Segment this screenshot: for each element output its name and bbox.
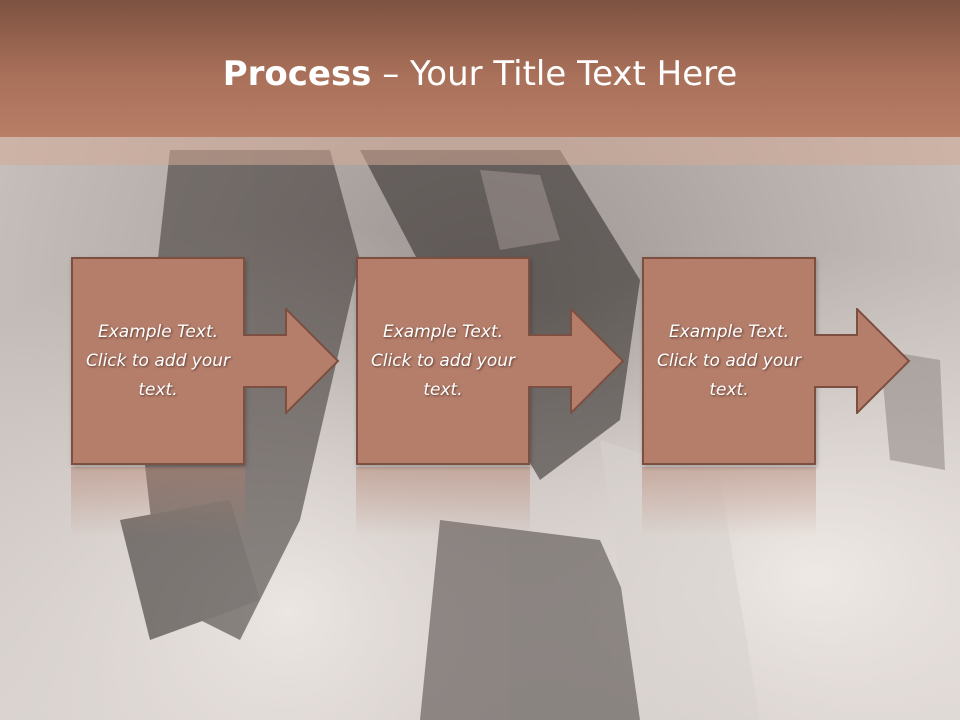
title-bar (0, 0, 960, 137)
title-rest: – Your Title Text Here (371, 54, 738, 94)
step-box-1[interactable]: Example Text. Click to add your text. (71, 257, 245, 465)
step-box-2[interactable]: Example Text. Click to add your text. (356, 257, 530, 465)
step-reflection-2 (356, 467, 530, 537)
step-box-3[interactable]: Example Text. Click to add your text. (642, 257, 816, 465)
title-bold: Process (222, 54, 372, 94)
arrow-right-icon (528, 308, 625, 414)
arrow-right-icon (243, 308, 340, 414)
step-text-3: Example Text. Click to add your text. (656, 321, 801, 400)
step-text-1: Example Text. Click to add your text. (85, 321, 230, 400)
step-reflection-1 (71, 467, 245, 537)
step-text-2: Example Text. Click to add your text. (370, 321, 515, 400)
arrow-right-icon (814, 308, 911, 414)
step-reflection-3 (642, 467, 816, 537)
title-band (0, 137, 960, 165)
slide-title[interactable]: Process – Your Title Text Here (0, 50, 960, 98)
